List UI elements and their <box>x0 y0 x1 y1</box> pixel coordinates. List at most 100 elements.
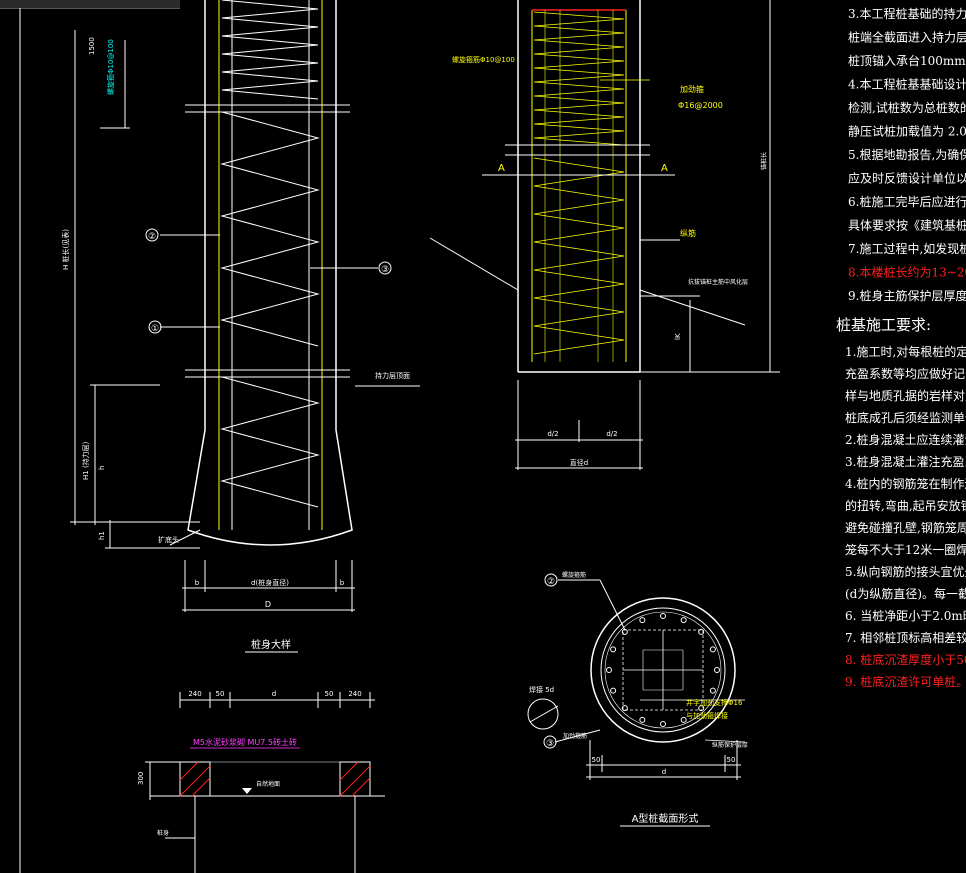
rebar-dot <box>709 646 716 653</box>
note-req-line: 桩底成孔后须经监测单位验收 <box>845 410 966 425</box>
rebar-dot <box>698 628 705 635</box>
rebar-dot <box>610 687 617 694</box>
pile-bell: 扩底头 <box>158 535 179 544</box>
note-req-line: 6. 当桩净距小于2.0m时,应采 <box>845 608 966 623</box>
cage-main-bar: 纵筋 <box>680 228 696 238</box>
window-tab-bar <box>0 0 180 9</box>
cage-dim-lk: lK <box>674 333 682 340</box>
rebar-dot <box>621 705 628 712</box>
pile-label-2: ② <box>148 232 156 242</box>
cage-layer-note: 抗拔锚桩主筋中风化层 <box>688 278 748 286</box>
pile-h-total: H 桩长(见表) <box>61 229 70 270</box>
seca-d-mid: d <box>662 768 666 776</box>
note-line: 桩顶锚入承台100mm。 <box>848 53 966 68</box>
collar-height: 300 <box>137 772 145 785</box>
rebar-dot <box>660 613 666 619</box>
seca-label-3: ③ <box>546 739 554 749</box>
pile-spiral-top: 螺旋箍Φ10@100 <box>106 39 115 95</box>
rebar-dot <box>639 617 646 624</box>
note-req-line: 充盈系数等均应做好记录,按 <box>845 366 966 381</box>
seca-weld: 焊接 5d <box>529 685 554 694</box>
cage-d-half-2: d/2 <box>606 430 617 438</box>
cage-section-a-right: A <box>661 163 668 174</box>
note-line: 7.施工过程中,如发现桩底情况 <box>848 241 966 256</box>
rebar-dot <box>660 721 666 727</box>
seca-stiff2: 与加劲箍焊接 <box>686 711 728 720</box>
rebar-dot <box>606 667 612 673</box>
rebar-dot <box>680 617 687 624</box>
notes-heading: 桩基施工要求: <box>836 316 931 334</box>
rebar-dot <box>680 716 687 723</box>
pile-label-1: ① <box>151 324 159 334</box>
pile-title: 桩身大样 <box>251 638 291 651</box>
note-line: 5.根据地勘报告,为确保稳定性 <box>848 147 966 162</box>
note-req-line: 避免碰撞孔壁,钢筋笼周边须 <box>845 520 966 535</box>
note-line: 静压试桩加载值为 2.0倍 <box>848 124 966 139</box>
note-req-line: 5.纵向钢筋的接头宜优先采用双 <box>845 564 966 579</box>
note-req-line: 1.施工时,对每根桩的定位,孔深 <box>845 344 966 359</box>
seca-cover: 纵筋保护层厚 <box>712 741 748 749</box>
note-req-line: 3.桩身混凝土灌注充盈系数不得 <box>845 454 966 469</box>
note-line: 4.本工程桩基基础设计等级为 <box>848 77 966 92</box>
pile-d-mid: d(桩身直径) <box>251 578 289 587</box>
pile-b-left: b <box>195 579 200 587</box>
pile-h1: H1 (持力层) <box>81 441 90 480</box>
collar-d50b: 50 <box>325 690 334 698</box>
rebar-dot <box>639 716 646 723</box>
collar-pile: 桩身 <box>157 829 169 837</box>
note-line: 具体要求按《建筑基桩检测 <box>848 218 966 233</box>
rebar-dot <box>610 646 617 653</box>
note-req-line: 的扭转,弯曲,起吊安放钢筋笼 <box>845 498 966 513</box>
note-req-line: 9. 桩底沉渣许可单桩。 <box>845 674 966 689</box>
note-line: 应及时反馈设计单位以便确 <box>848 171 966 186</box>
note-line: 检测,试桩数为总桩数的1% <box>848 100 966 115</box>
notes-panel: 3.本工程桩基础的持力层是桩端全截面进入持力层中风桩顶锚入承台100mm。 4.本… <box>836 6 966 689</box>
cage-stiff-spec: Φ16@2000 <box>678 101 723 110</box>
note-req-line: 8. 桩底沉渣厚度小于50m <box>845 652 966 667</box>
note-req-line: 笼每不大于12米一圈焊接 <box>845 542 966 557</box>
rebar-dot <box>698 705 705 712</box>
collar-d-mid: d <box>272 690 276 698</box>
note-req-line: 2.桩身混凝土应连续灌注,整桩 <box>845 432 966 447</box>
note-req-line: (d为纵筋直径)。每一截面焊 <box>845 586 966 601</box>
note-line: 桩端全截面进入持力层中风 <box>848 30 966 45</box>
seca-spiral: 螺旋箍筋 <box>562 571 586 579</box>
section-a-detail <box>527 573 746 827</box>
note-req-line: 7. 相邻桩顶标高相差较大处,可 <box>845 630 966 645</box>
note-req-line: 4.桩内的钢筋笼在制作运输和安 <box>845 476 966 491</box>
pile-h: h <box>98 466 106 470</box>
note-line: 6.桩施工完毕后应进行单桩承 <box>848 194 966 209</box>
cage-d-half-1: d/2 <box>547 430 558 438</box>
pile-bearing-layer: 持力层顶面 <box>375 371 410 380</box>
rebar-dot <box>709 687 716 694</box>
note-line: 9.桩身主筋保护层厚度为50m <box>848 288 966 303</box>
collar-d240b: 240 <box>348 690 361 698</box>
pile-D: D <box>265 600 271 609</box>
note-line: 3.本工程桩基础的持力层是 <box>848 6 966 21</box>
seca-stiff-ring: 加劲箍筋 <box>563 732 587 740</box>
rebar-dot <box>714 667 720 673</box>
pile-detail <box>70 0 420 653</box>
cage-stiff-ring: 加劲箍 <box>680 84 704 94</box>
seca-d50b: 50 <box>727 756 736 764</box>
seca-label-2: ② <box>547 577 555 587</box>
note-line: 8.本楼桩长约为13~20m。 <box>848 265 966 280</box>
collar-mortar: M5水泥砂浆砌 MU7.5砖土砖 <box>193 737 297 747</box>
pile-h2: h1 <box>98 531 106 540</box>
note-req-line: 样与地质孔据的岩样对照验 <box>845 388 966 403</box>
collar-detail <box>145 692 385 873</box>
seca-title: A型桩截面形式 <box>632 812 699 825</box>
pile-top-dim: 1500 <box>88 37 96 55</box>
seca-stiff: 井字加劲支撑Φ16 <box>686 698 743 707</box>
collar-d240a: 240 <box>188 690 201 698</box>
pile-label-3: ③ <box>381 265 389 275</box>
cage-detail <box>429 0 780 470</box>
pile-b-right: b <box>340 579 345 587</box>
cage-anchor: 锚桩长 <box>760 152 768 170</box>
seca-d50a: 50 <box>592 756 601 764</box>
cage-section-a-left: A <box>498 163 505 174</box>
collar-ground: 自然地面 <box>256 780 280 788</box>
cage-dia: 直径d <box>570 458 588 467</box>
collar-d50a: 50 <box>216 690 225 698</box>
